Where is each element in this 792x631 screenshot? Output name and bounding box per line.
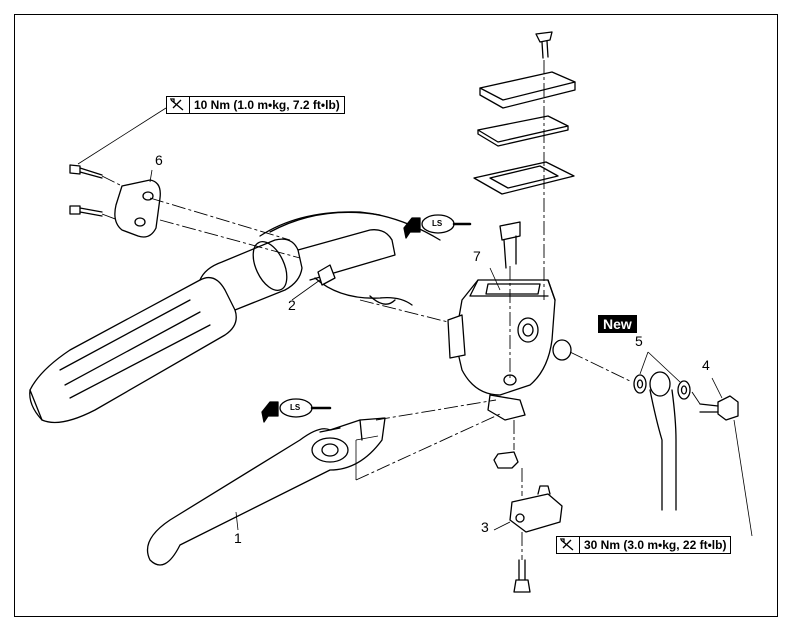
new-part-tag: New <box>598 315 637 333</box>
switch-screw <box>513 559 531 593</box>
lock-nut <box>493 451 519 469</box>
torque-spec-bottom: 30 Nm (3.0 m•kg, 22 ft•lb) <box>556 536 732 554</box>
master-cylinder <box>447 279 572 421</box>
copper-washers <box>633 374 691 400</box>
union-bolt <box>699 395 739 421</box>
torque-wrench-icon <box>167 97 190 113</box>
lubricant-symbol: LS <box>432 219 443 228</box>
pivot-bolt <box>499 221 521 269</box>
diaphragm-plate <box>477 115 569 147</box>
callout-7: 7 <box>473 248 481 264</box>
callout-2: 2 <box>288 297 296 313</box>
diaphragm <box>473 161 575 195</box>
lubricant-symbol: LS <box>290 403 301 412</box>
grease-gun-icon <box>261 398 332 423</box>
torque-value: 30 Nm (3.0 m•kg, 22 ft•lb) <box>584 538 727 552</box>
reservoir-cap <box>479 71 576 109</box>
callout-1: 1 <box>234 530 242 546</box>
handlebar-clamp <box>114 179 161 238</box>
torque-value: 10 Nm (1.0 m•kg, 7.2 ft•lb) <box>194 98 340 112</box>
torque-wrench-icon <box>557 537 580 553</box>
leader-lines <box>77 107 753 537</box>
callout-5: 5 <box>635 333 643 349</box>
callout-3: 3 <box>481 519 489 535</box>
callout-6: 6 <box>155 152 163 168</box>
torque-spec-top: 10 Nm (1.0 m•kg, 7.2 ft•lb) <box>166 96 345 114</box>
assembly-lines <box>101 60 701 560</box>
grease-gun-icon <box>403 214 472 239</box>
callout-4: 4 <box>702 357 710 373</box>
cap-screw <box>535 31 553 59</box>
handlebar-grip <box>29 211 441 424</box>
brake-lever <box>146 417 386 566</box>
brake-hose <box>649 371 677 511</box>
clamp-bolts <box>69 164 103 217</box>
brake-switch <box>509 485 563 533</box>
diagram-frame <box>14 14 778 617</box>
